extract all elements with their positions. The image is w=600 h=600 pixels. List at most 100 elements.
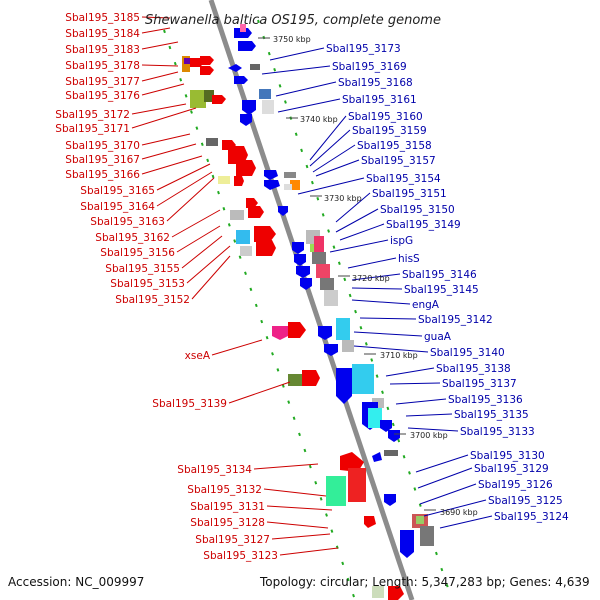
gene-label[interactable]: Sbal195_3163 bbox=[90, 216, 165, 228]
gene-arrow[interactable] bbox=[300, 278, 312, 290]
gene-arrow[interactable] bbox=[212, 95, 226, 104]
gene-arrow[interactable] bbox=[228, 146, 248, 164]
gene-label[interactable]: Sbal195_3172 bbox=[55, 109, 130, 121]
gene-block[interactable] bbox=[368, 408, 382, 428]
gene-label[interactable]: Sbal195_3134 bbox=[177, 464, 252, 476]
gene-label[interactable]: Sbal195_3165 bbox=[80, 185, 155, 197]
gene-block[interactable] bbox=[416, 516, 424, 524]
gene-label[interactable]: Sbal195_3139 bbox=[152, 398, 227, 410]
gene-block[interactable] bbox=[320, 278, 334, 290]
gene-arrow[interactable] bbox=[292, 242, 304, 254]
gene-block[interactable] bbox=[218, 176, 230, 184]
gene-arrow[interactable] bbox=[288, 322, 306, 338]
gene-arrow[interactable] bbox=[254, 226, 276, 242]
gene-label[interactable]: Sbal195_3123 bbox=[203, 550, 278, 562]
gene-arrow[interactable] bbox=[256, 240, 276, 256]
gene-block[interactable] bbox=[284, 184, 292, 190]
gene-label[interactable]: Sbal195_3133 bbox=[460, 426, 535, 438]
gene-arrow[interactable] bbox=[264, 170, 278, 180]
gene-block[interactable] bbox=[372, 586, 384, 598]
gene-label[interactable]: Sbal195_3155 bbox=[105, 263, 180, 275]
gene-label[interactable]: Sbal195_3171 bbox=[55, 123, 130, 135]
gene-label[interactable]: Sbal195_3142 bbox=[418, 314, 493, 326]
gene-block[interactable] bbox=[204, 90, 214, 102]
gene-block[interactable] bbox=[336, 318, 350, 340]
gene-block[interactable] bbox=[290, 180, 300, 190]
gene-label[interactable]: Sbal195_3169 bbox=[332, 61, 407, 73]
gene-block[interactable] bbox=[326, 476, 346, 506]
gene-block[interactable] bbox=[316, 264, 330, 278]
gene-arrow[interactable] bbox=[324, 344, 338, 356]
gene-label[interactable]: Sbal195_3185 bbox=[65, 12, 140, 24]
gene-label[interactable]: Sbal195_3164 bbox=[80, 201, 155, 213]
gene-label[interactable]: Sbal195_3162 bbox=[95, 232, 170, 244]
gene-label[interactable]: Sbal195_3161 bbox=[342, 94, 417, 106]
gene-label[interactable]: Sbal195_3124 bbox=[494, 511, 569, 523]
gene-label[interactable]: Sbal195_3160 bbox=[348, 111, 423, 123]
gene-label[interactable]: xseA bbox=[185, 350, 211, 362]
gene-label[interactable]: Sbal195_3173 bbox=[326, 43, 401, 55]
gene-arrow[interactable] bbox=[294, 254, 306, 266]
gene-arrow[interactable] bbox=[384, 494, 396, 506]
gene-arrow[interactable] bbox=[372, 452, 382, 462]
gene-label[interactable]: ispG bbox=[390, 235, 413, 247]
gene-label[interactable]: Sbal195_3166 bbox=[65, 169, 140, 181]
gene-arrow[interactable] bbox=[234, 76, 248, 84]
gene-label[interactable]: Sbal195_3135 bbox=[454, 409, 529, 421]
gene-block[interactable] bbox=[184, 58, 190, 64]
gene-label[interactable]: Sbal195_3178 bbox=[65, 60, 140, 72]
gene-label[interactable]: Sbal195_3127 bbox=[195, 534, 270, 546]
gene-label[interactable]: Sbal195_3149 bbox=[386, 219, 461, 231]
gene-block[interactable] bbox=[324, 290, 338, 306]
gene-block[interactable] bbox=[288, 374, 302, 386]
gene-arrow[interactable] bbox=[264, 180, 280, 190]
gene-arrow[interactable] bbox=[234, 28, 252, 38]
gene-arrow[interactable] bbox=[248, 206, 264, 218]
gene-block[interactable] bbox=[206, 138, 218, 146]
gene-label[interactable]: Sbal195_3156 bbox=[100, 247, 175, 259]
gene-label[interactable]: Sbal195_3183 bbox=[65, 44, 140, 56]
gene-label[interactable]: Sbal195_3129 bbox=[474, 463, 549, 475]
gene-arrow[interactable] bbox=[246, 198, 258, 208]
gene-arrow[interactable] bbox=[238, 41, 256, 51]
gene-label[interactable]: Sbal195_3125 bbox=[488, 495, 563, 507]
gene-block[interactable] bbox=[314, 236, 324, 252]
gene-label[interactable]: Sbal195_3145 bbox=[404, 284, 479, 296]
gene-arrow[interactable] bbox=[340, 452, 364, 472]
gene-label[interactable]: Sbal195_3170 bbox=[65, 140, 140, 152]
gene-arrow[interactable] bbox=[302, 370, 320, 386]
gene-label[interactable]: hisS bbox=[398, 253, 420, 265]
gene-arrow[interactable] bbox=[200, 56, 214, 65]
gene-label[interactable]: Sbal195_3150 bbox=[380, 204, 455, 216]
gene-arrow[interactable] bbox=[236, 160, 256, 176]
gene-label[interactable]: Sbal195_3157 bbox=[361, 155, 436, 167]
gene-block[interactable] bbox=[420, 526, 434, 546]
gene-label[interactable]: Sbal195_3132 bbox=[187, 484, 262, 496]
gene-label[interactable]: Sbal195_3159 bbox=[352, 125, 427, 137]
gene-label[interactable]: Sbal195_3176 bbox=[65, 90, 140, 102]
gene-arrow[interactable] bbox=[318, 326, 332, 340]
gene-block[interactable] bbox=[240, 24, 246, 32]
gene-arrow[interactable] bbox=[240, 114, 252, 126]
gene-arrow[interactable] bbox=[200, 66, 214, 75]
gene-label[interactable]: Sbal195_3153 bbox=[110, 278, 185, 290]
gene-block[interactable] bbox=[284, 172, 296, 178]
gene-block[interactable] bbox=[250, 64, 260, 70]
gene-label[interactable]: engA bbox=[412, 299, 440, 311]
gene-label[interactable]: Sbal195_3126 bbox=[478, 479, 553, 491]
gene-block[interactable] bbox=[259, 89, 271, 99]
gene-label[interactable]: Sbal195_3158 bbox=[357, 140, 432, 152]
gene-block[interactable] bbox=[312, 252, 326, 264]
gene-block[interactable] bbox=[384, 450, 398, 456]
gene-arrow[interactable] bbox=[242, 100, 256, 115]
gene-block[interactable] bbox=[240, 246, 252, 256]
gene-label[interactable]: Sbal195_3131 bbox=[190, 501, 265, 513]
gene-block[interactable] bbox=[262, 100, 274, 114]
gene-block[interactable] bbox=[190, 90, 206, 108]
gene-label[interactable]: Sbal195_3128 bbox=[190, 517, 265, 529]
gene-label[interactable]: Sbal195_3151 bbox=[372, 188, 447, 200]
gene-block[interactable] bbox=[236, 230, 250, 244]
gene-label[interactable]: Sbal195_3136 bbox=[448, 394, 523, 406]
gene-label[interactable]: guaA bbox=[424, 331, 452, 343]
gene-label[interactable]: Sbal195_3184 bbox=[65, 28, 140, 40]
